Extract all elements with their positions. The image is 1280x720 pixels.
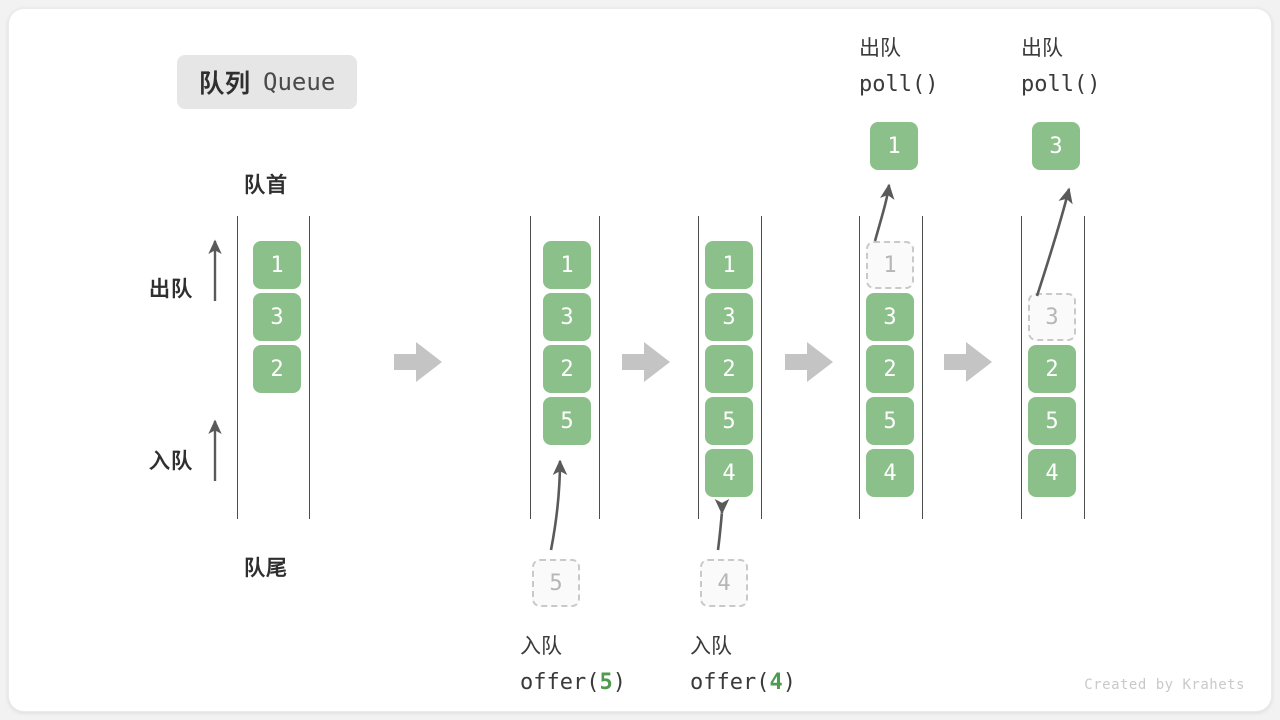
rail-left <box>698 216 699 519</box>
step-caption: 出队 poll() <box>859 31 938 103</box>
diagram-title-badge: 队列 Queue <box>177 55 358 109</box>
arrow-overlay <box>208 183 1073 551</box>
queue-cell: 2 <box>866 345 914 393</box>
title-chinese: 队列 <box>199 70 252 98</box>
queue-cell: 4 <box>1028 449 1076 497</box>
caption-code: poll() <box>859 72 939 97</box>
title-english: Queue <box>263 68 336 96</box>
caption-chinese: 出队 <box>1021 37 1063 60</box>
credit-text: Created by Krahets <box>1084 677 1245 693</box>
queue-cell: 2 <box>705 345 753 393</box>
incoming-value-ghost: 4 <box>700 559 748 607</box>
caption-code: offer(5) <box>520 670 626 695</box>
queue-cell: 3 <box>253 293 301 341</box>
transition-arrow <box>622 342 670 382</box>
dequeue-arrow-3 <box>1035 187 1073 297</box>
caption-chinese: 入队 <box>520 635 562 658</box>
rail-right <box>761 216 762 519</box>
caption-code: offer(4) <box>690 670 796 695</box>
step-caption: 入队 offer(4) <box>690 629 796 701</box>
rail-left <box>1021 216 1022 519</box>
diagram-card: 队列 Queue 队首 队尾 出队 入队 1 3 2 1 3 2 5 5 入队 <box>8 8 1272 712</box>
rail-right <box>1084 216 1085 519</box>
polled-value-box: 1 <box>870 122 918 170</box>
queue-cell: 4 <box>866 449 914 497</box>
step-caption: 出队 poll() <box>1021 31 1100 103</box>
rail-left <box>530 216 531 519</box>
transition-arrow <box>785 342 833 382</box>
queue-cell: 5 <box>866 397 914 445</box>
transition-arrow <box>944 342 992 382</box>
dequeue-direction-label: 出队 <box>149 278 193 301</box>
queue-cell-new: 5 <box>543 397 591 445</box>
queue-cell: 2 <box>1028 345 1076 393</box>
queue-front-label: 队首 <box>244 174 288 197</box>
queue-cell-removed: 1 <box>866 241 914 289</box>
queue-cell: 1 <box>705 241 753 289</box>
incoming-value-ghost: 5 <box>532 559 580 607</box>
rail-right <box>599 216 600 519</box>
queue-cell: 3 <box>543 293 591 341</box>
queue-cell: 2 <box>253 345 301 393</box>
rail-right <box>922 216 923 519</box>
caption-chinese: 出队 <box>859 37 901 60</box>
rail-left <box>859 216 860 519</box>
polled-value-box: 3 <box>1032 122 1080 170</box>
caption-chinese: 入队 <box>690 635 732 658</box>
queue-cell: 1 <box>543 241 591 289</box>
rail-right <box>309 216 310 519</box>
queue-cell-new: 4 <box>705 449 753 497</box>
step-caption: 入队 offer(5) <box>520 629 626 701</box>
queue-cell: 5 <box>705 397 753 445</box>
rail-left <box>237 216 238 519</box>
queue-rear-label: 队尾 <box>244 557 288 580</box>
caption-code: poll() <box>1021 72 1101 97</box>
enqueue-arrow-5 <box>549 459 568 551</box>
transition-arrow <box>394 342 442 382</box>
queue-cell: 5 <box>1028 397 1076 445</box>
queue-cell: 2 <box>543 345 591 393</box>
queue-cell: 1 <box>253 241 301 289</box>
enqueue-direction-label: 入队 <box>149 450 193 473</box>
dequeue-arrow-1 <box>873 183 895 242</box>
queue-cell-removed: 3 <box>1028 293 1076 341</box>
queue-cell: 3 <box>866 293 914 341</box>
enqueue-arrow-4 <box>714 498 730 551</box>
queue-cell: 3 <box>705 293 753 341</box>
